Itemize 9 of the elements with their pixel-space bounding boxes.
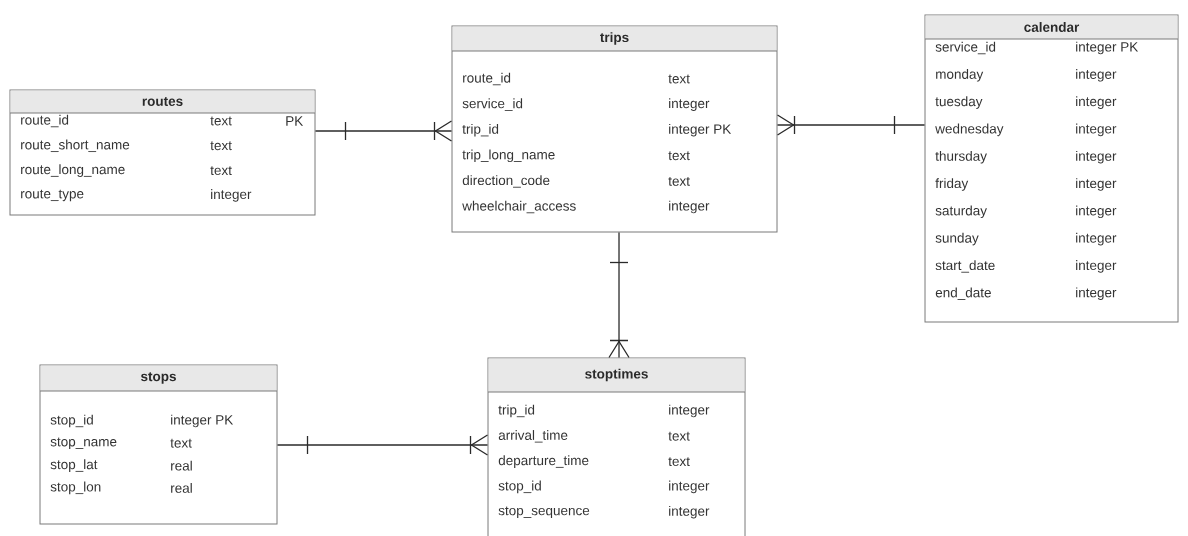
table: calendar service_id integer PK monday integer tuesday integer wednesday integer thursday integer friday integer saturday integer sunday integer start_date integer end_date integer	[924, 14, 1179, 323]
table: stoptimes trip_id integer arrival_time text departure_time text stop_id integer stop_sequence integer	[487, 357, 746, 536]
table: trips route_id text service_id integer trip_id integer PK trip_long_name text direction_code text wheelchair_access integer	[451, 25, 778, 233]
relationship-line	[608, 231, 630, 359]
relationship-line	[776, 114, 926, 136]
relationship-line	[314, 120, 453, 142]
relationship-line	[276, 434, 489, 456]
table: routes route_id text PK route_short_name text route_long_name text route_type integer	[9, 89, 316, 216]
table: stops stop_id integer PK stop_name text stop_lat real stop_lon real	[39, 364, 278, 525]
